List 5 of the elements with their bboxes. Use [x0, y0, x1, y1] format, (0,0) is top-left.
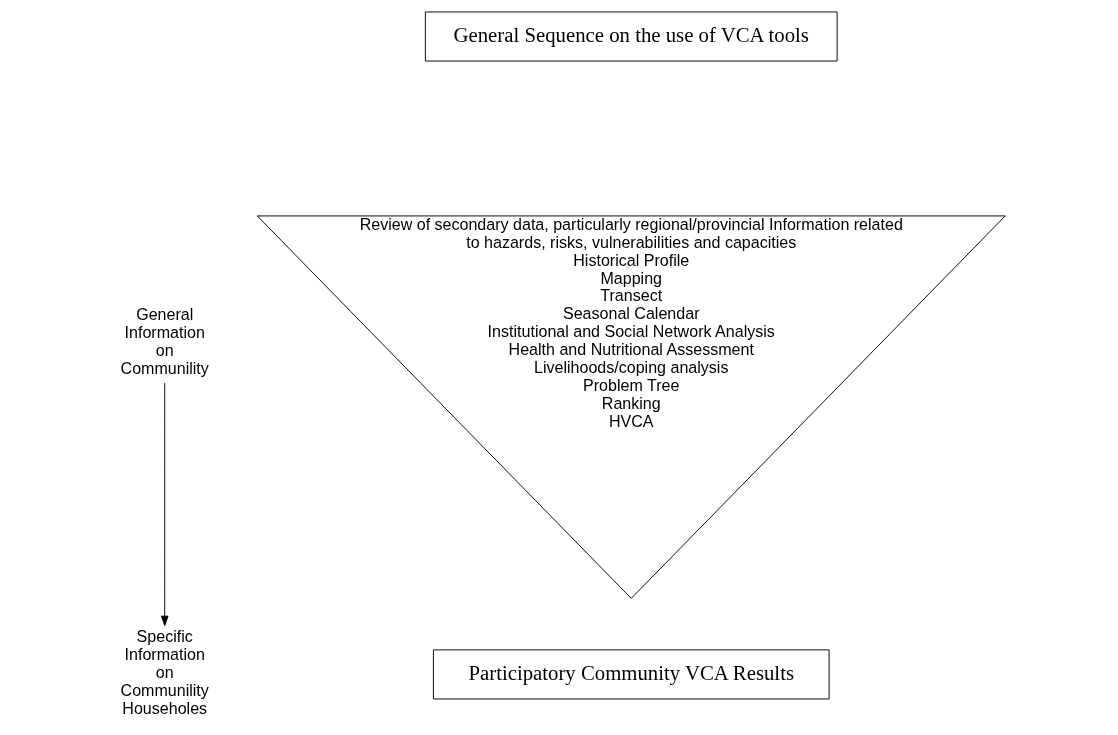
node-box: Participatory Community VCA Results: [432, 649, 830, 700]
arrow: [160, 382, 169, 627]
node-text: Specific Information on Communility Householes: [120, 627, 209, 718]
node-box: General Sequence on the use of VCA tools: [424, 11, 838, 62]
node-text: General Information on Communility: [120, 305, 209, 378]
